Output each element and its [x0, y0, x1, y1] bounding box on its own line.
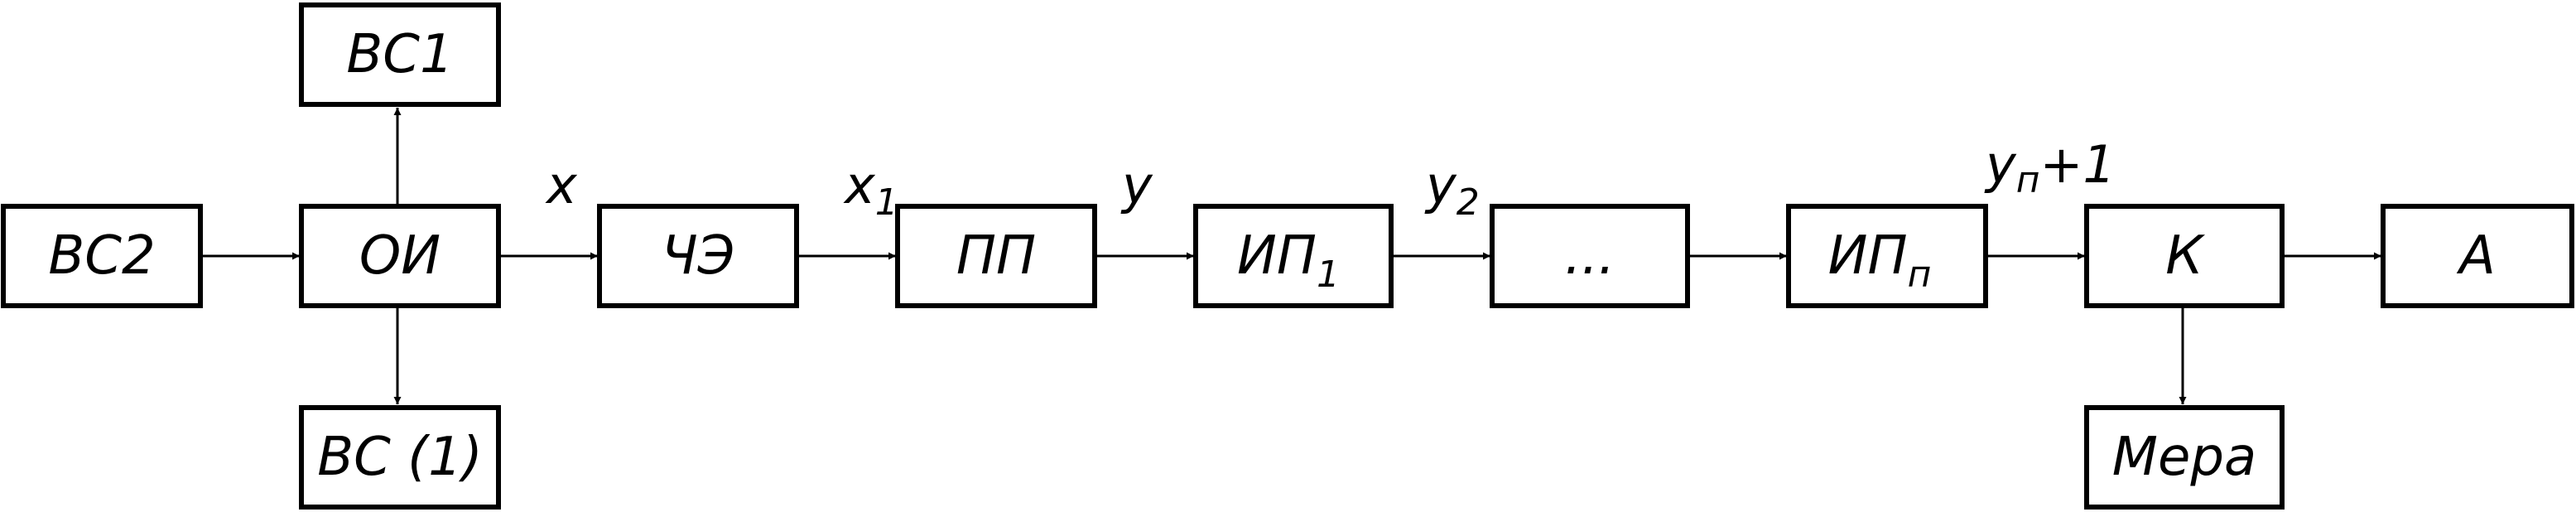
signal-x1-label: x1	[843, 155, 898, 224]
block-ip1: ИП1	[1193, 204, 1394, 308]
signal-y2-label: y2	[1424, 155, 1480, 224]
block-ip1-subscript: 1	[1317, 254, 1340, 296]
block-dots: ...	[1490, 204, 1690, 308]
block-vs1: ВС1	[299, 2, 501, 107]
block-vs2-label: ВС2	[48, 225, 155, 287]
signal-yn-text: y	[1984, 134, 2017, 195]
block-pp: ПП	[895, 204, 1097, 308]
block-vs1-label: ВС1	[346, 24, 453, 85]
block-oi: ОИ	[299, 204, 501, 308]
signal-y2-text: y	[1424, 155, 1457, 215]
signal-yn-label: yп+1	[1984, 134, 2116, 201]
block-pp-label: ПП	[956, 225, 1036, 287]
block-a-label: А	[2456, 225, 2496, 287]
signal-x1-text: x	[843, 155, 876, 215]
block-vsn-label: ВС (1)	[317, 427, 483, 488]
block-ipn-subscript: п	[1908, 254, 1932, 296]
signal-x-label: x	[545, 155, 578, 215]
block-che: ЧЭ	[597, 204, 799, 308]
signal-yn-subscript: п	[2016, 159, 2040, 201]
block-k: К	[2084, 204, 2285, 308]
block-ipn-text: ИП	[1828, 225, 1908, 287]
block-vs2: ВС2	[1, 204, 203, 308]
signal-yn-suffix: +1	[2039, 134, 2115, 195]
block-vsn: ВС (1)	[299, 405, 501, 510]
block-oi-label: ОИ	[359, 225, 441, 287]
block-che-label: ЧЭ	[662, 225, 735, 287]
block-k-label: К	[2165, 225, 2205, 287]
block-ipn: ИПп	[1786, 204, 1988, 308]
signal-y-label: y	[1120, 155, 1153, 215]
signal-y2-subscript: 2	[1457, 181, 1480, 224]
block-mera: Мера	[2084, 405, 2285, 510]
block-mera-label: Мера	[2112, 427, 2256, 488]
block-ipn-label: ИПп	[1828, 225, 1932, 296]
signal-x1-subscript: 1	[875, 181, 898, 224]
block-dots-label: ...	[1564, 225, 1615, 287]
block-a: А	[2381, 204, 2574, 308]
connectors	[200, 108, 2381, 404]
block-ip1-label: ИП1	[1237, 225, 1340, 296]
block-ip1-text: ИП	[1237, 225, 1317, 287]
